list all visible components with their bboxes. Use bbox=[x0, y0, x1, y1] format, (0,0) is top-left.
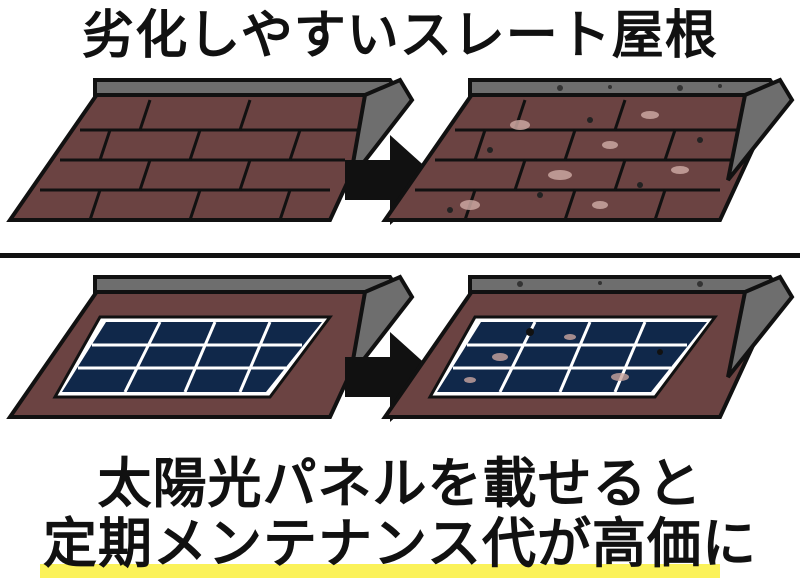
deteriorated-slate-roof bbox=[381, 77, 795, 222]
bottom-title-line2: 定期メンテナンス代が高価に bbox=[43, 512, 757, 575]
arrow-right-icon bbox=[345, 332, 440, 422]
arrow-right-icon bbox=[345, 135, 440, 225]
title-highlight bbox=[40, 564, 720, 578]
solar-panel-roof bbox=[6, 274, 415, 419]
top-roof-comparison bbox=[6, 77, 795, 225]
new-slate-roof bbox=[6, 77, 415, 222]
dirty-solar-panel-roof bbox=[381, 274, 795, 419]
bottom-roof-comparison bbox=[6, 274, 795, 422]
section-divider bbox=[0, 253, 800, 258]
bottom-title-line1: 太陽光パネルを載せると bbox=[97, 452, 703, 515]
top-title: 劣化しやすいスレート屋根 bbox=[82, 6, 718, 66]
